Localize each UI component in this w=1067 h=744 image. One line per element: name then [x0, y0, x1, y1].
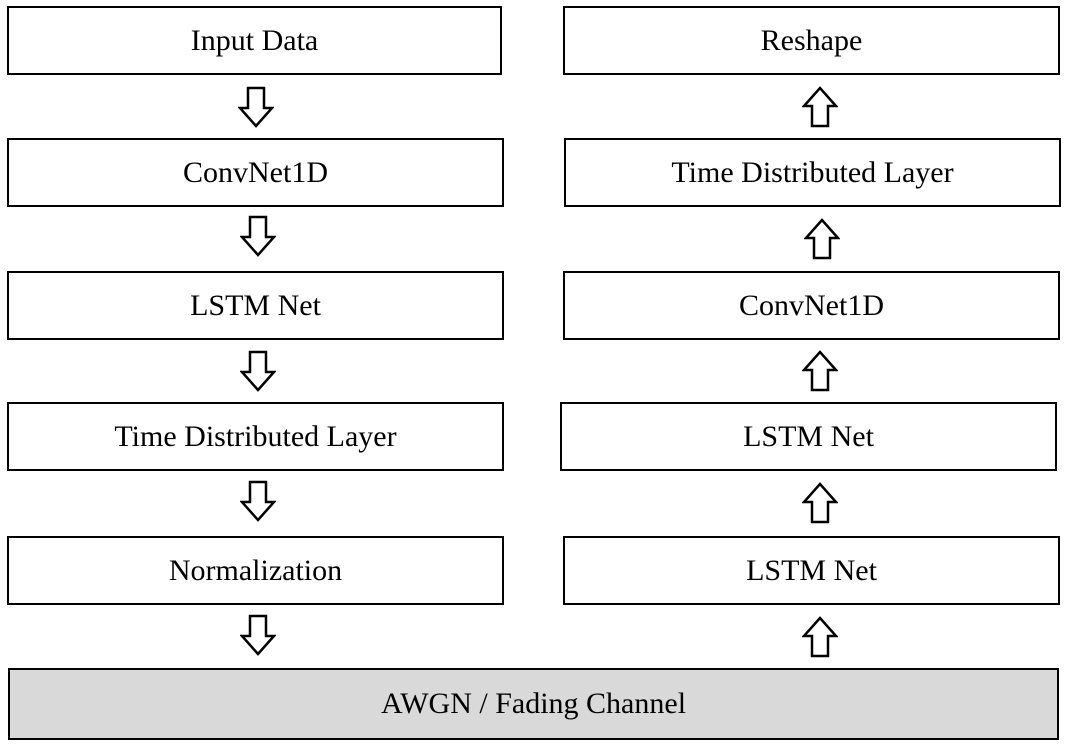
decoder-block-convnet1d: ConvNet1D: [563, 271, 1060, 340]
encoder-block-label: Time Distributed Layer: [114, 419, 397, 453]
decoder-block-label: Time Distributed Layer: [671, 155, 954, 189]
down-arrow-icon: [238, 86, 274, 128]
encoder-block-normalization: Normalization: [7, 536, 504, 605]
decoder-block-lstm-net-upper: LSTM Net: [560, 402, 1057, 471]
up-arrow-icon: [802, 482, 838, 524]
channel-block-label: AWGN / Fading Channel: [380, 687, 687, 720]
encoder-block-label: ConvNet1D: [183, 155, 328, 189]
up-arrow-icon: [804, 218, 840, 260]
down-arrow-icon: [240, 614, 276, 656]
decoder-block-lstm-net-lower: LSTM Net: [563, 536, 1060, 605]
encoder-block-input-data: Input Data: [7, 6, 502, 75]
encoder-block-label: Normalization: [168, 553, 343, 587]
decoder-block-label: Reshape: [760, 23, 863, 57]
channel-block-awgn-fading: AWGN / Fading Channel: [8, 668, 1059, 740]
encoder-block-convnet1d: ConvNet1D: [7, 138, 504, 207]
decoder-block-label: ConvNet1D: [739, 288, 884, 322]
up-arrow-icon: [802, 350, 838, 392]
down-arrow-icon: [240, 350, 276, 392]
up-arrow-icon: [802, 86, 838, 128]
decoder-block-time-distributed-layer: Time Distributed Layer: [564, 138, 1061, 207]
encoder-block-time-distributed-layer: Time Distributed Layer: [7, 402, 504, 471]
decoder-block-label: LSTM Net: [746, 553, 877, 587]
down-arrow-icon: [240, 215, 276, 257]
decoder-block-reshape: Reshape: [563, 6, 1060, 75]
down-arrow-icon: [240, 480, 276, 522]
encoder-block-label: LSTM Net: [190, 288, 321, 322]
up-arrow-icon: [802, 616, 838, 658]
encoder-block-label: Input Data: [190, 23, 319, 57]
decoder-block-label: LSTM Net: [743, 419, 874, 453]
encoder-block-lstm-net: LSTM Net: [7, 271, 504, 340]
